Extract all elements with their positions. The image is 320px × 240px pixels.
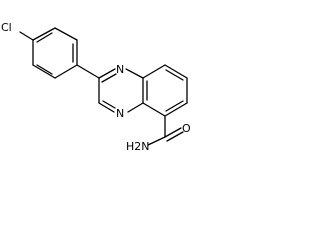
bond [164,127,182,138]
bond [19,31,34,41]
bond [164,102,188,117]
double-bond [166,131,184,142]
nitrogen-label: N [116,63,124,76]
bond [142,64,166,79]
double-bond [165,69,184,81]
bond [147,136,166,146]
nitrogen-label: N [116,107,124,120]
bond [32,64,56,79]
double-bond [101,73,117,83]
bond [98,68,116,79]
bond [127,102,144,113]
amide-nh2-label: H2N [126,140,150,153]
bond [32,27,56,41]
double-bond [36,32,53,43]
oxygen-label: O [182,122,191,135]
bond [164,64,188,79]
carboxamide-group [147,115,184,146]
bond [125,68,144,79]
double-bond [102,100,116,109]
molecule-diagram: Cl N N H2N O [1,21,191,153]
benzo-ring [142,64,188,117]
bond [54,64,78,79]
bond [142,102,166,117]
bond [98,102,115,113]
double-bond [165,100,184,112]
bond [54,27,78,41]
double-bond [36,64,53,75]
pyrazine-ring [98,68,144,113]
structure-canvas: Cl N N H2N O [0,0,232,160]
bond [76,64,100,79]
chlorophenyl-ring [32,27,78,79]
chlorine-label: Cl [1,21,12,34]
